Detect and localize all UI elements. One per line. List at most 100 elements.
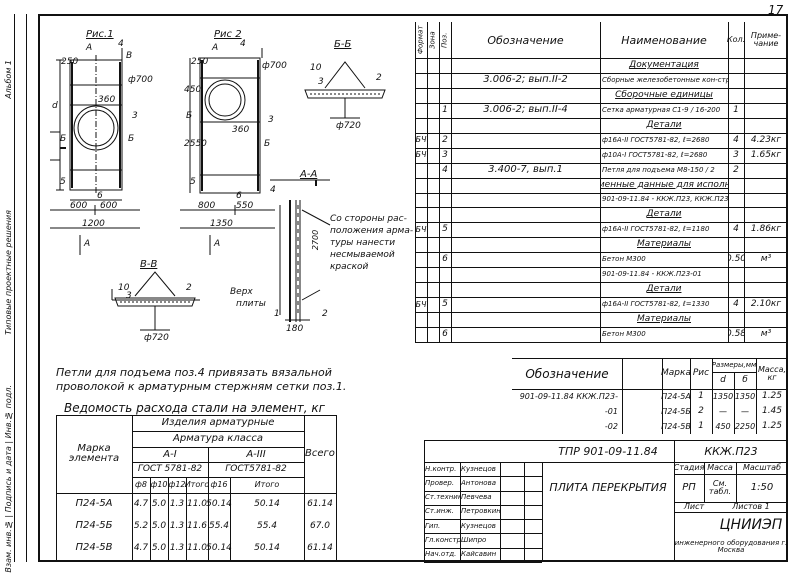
variant-cell-designation: -01 (604, 406, 618, 416)
tb-people-divider (424, 547, 542, 549)
tb-role: Гл.конструк. (425, 536, 460, 545)
tb-person-name: Шипро (461, 536, 487, 545)
spec-cell-note (744, 178, 788, 193)
tb-title: ПЛИТА ПЕРЕКРЫТИЯ (549, 480, 667, 494)
spec-cell-zone (427, 58, 439, 73)
spec-cell-note: м³ (760, 254, 772, 265)
fig2-section-b2: Б (264, 139, 271, 149)
page-number: 17 (768, 3, 784, 17)
spec-row-divider (415, 312, 788, 314)
steel-h-total: Всего (305, 448, 335, 459)
spec-row-divider (415, 267, 788, 269)
spec-cell-pos (439, 118, 451, 133)
fig1-section-a: А (86, 43, 93, 53)
tb-role: Гип. (425, 521, 441, 530)
spec-cell-name: Детали (646, 284, 682, 295)
variant-cell-fig: 1 (698, 421, 704, 431)
spec-row-divider (415, 222, 788, 224)
steel-h-class: Арматура класса (173, 433, 263, 444)
variant-cell-d: — (719, 406, 727, 416)
spec-cell-format (415, 178, 427, 193)
spec-cell-designation (451, 222, 600, 237)
spec-cell-format (415, 252, 427, 267)
tb-person-name: Певчева (461, 493, 492, 502)
steel-cell: 50.14 (254, 542, 280, 553)
spec-h-format: Формат (416, 25, 425, 55)
spec-cell-designation (451, 207, 600, 222)
steel-title: Ведомость расхода стали на элемент, кг (64, 401, 325, 415)
spec-cell-pos: 4 (442, 164, 448, 175)
spec-cell-zone (427, 88, 439, 103)
spec-row-divider (415, 132, 788, 134)
spec-cell-designation (451, 178, 600, 193)
variant-cell-d: 1350 (712, 391, 734, 401)
spec-h-name: Наименование (621, 33, 707, 47)
fig1-pos-5: 5 (60, 177, 66, 187)
spec-cell-format (415, 312, 427, 327)
spec-cell-qty: 2 (733, 164, 739, 175)
tb-scale-h: Масштаб (742, 463, 782, 472)
variant-cell-mass: 1.25 (761, 391, 783, 401)
spec-cell-zone (427, 222, 439, 237)
spec-cell-pos (439, 178, 451, 193)
steel-cell: 55.4 (208, 520, 230, 531)
spec-row-divider (415, 177, 788, 179)
variant-cell-d: 450 (715, 421, 731, 431)
tb-person-name: Кузнецов (461, 464, 496, 473)
spec-cell-pos (439, 88, 451, 103)
spec-h-pos: Поз. (440, 32, 449, 48)
spec-row-divider (415, 87, 788, 89)
steel-h-mark: Марка элемента (68, 443, 120, 464)
aa-note-2: положения арма- (330, 226, 414, 236)
spec-row-divider (415, 102, 788, 104)
steel-row-total: 61.14 (307, 542, 333, 553)
spec-cell-name: Документация (629, 59, 699, 70)
variant-cell-mark: П24-5В (661, 421, 691, 431)
tb-sheet-code: ККЖ.П23 (704, 444, 758, 458)
tb-role: Ст.инж. (425, 507, 454, 516)
spec-cell-qty: 1 (733, 104, 739, 115)
fig2-hole (204, 79, 246, 121)
fig2-dim-800: 800 (198, 201, 216, 211)
steel-col-header: Итого (254, 480, 280, 489)
steel-cell: 5.2 (133, 520, 149, 531)
variant-cell-designation: -02 (604, 421, 618, 431)
spec-cell-pos: 3 (442, 149, 448, 160)
tb-stage-h: Стадия (673, 463, 705, 472)
variant-cell-mark: П24-5Б (661, 406, 691, 416)
spec-cell-note: 4.23кг (750, 134, 782, 145)
spec-cell-zone (427, 327, 439, 342)
spec-cell-name: Материалы (637, 314, 691, 325)
spec-cell-designation (451, 267, 600, 282)
spec-cell-format (415, 193, 427, 208)
spec-cell-format (415, 237, 427, 252)
spec-cell-qty (728, 88, 744, 103)
steel-row-total: 61.14 (307, 498, 333, 509)
spec-cell-note (744, 193, 788, 208)
steel-cell: 50.14 (254, 498, 280, 509)
tb-org-sub: инженерного оборудования г. Москва (674, 539, 788, 554)
steel-col-header: ф8 (135, 480, 147, 489)
var-h-d: d (720, 375, 726, 385)
steel-h-gost2: ГОСТ5781-82 (225, 464, 287, 474)
spec-cell-note: 1.86кг (750, 224, 782, 235)
aa-pos-1: 1 (274, 309, 280, 319)
tb-stage: РП (682, 482, 696, 493)
spec-cell-zone (427, 282, 439, 297)
spec-cell-qty (728, 312, 744, 327)
fig1-dim-600a: 600 (70, 201, 88, 211)
steel-h-items: Изделия арматурные (161, 417, 275, 428)
spec-cell-zone (427, 207, 439, 222)
spec-cell-format: БЧ (415, 150, 427, 160)
spec-cell-format (415, 58, 427, 73)
var-h-mark: Марка (661, 368, 691, 378)
spec-cell-qty (728, 58, 744, 73)
fig1-pos-6: 6 (97, 191, 103, 201)
tb-person-name: Кузнецов (461, 521, 496, 530)
spec-cell-designation (451, 148, 600, 163)
tb-role: Н.контр. (425, 464, 457, 473)
spec-cell-qty (728, 237, 744, 252)
spec-cell-note (744, 73, 788, 88)
